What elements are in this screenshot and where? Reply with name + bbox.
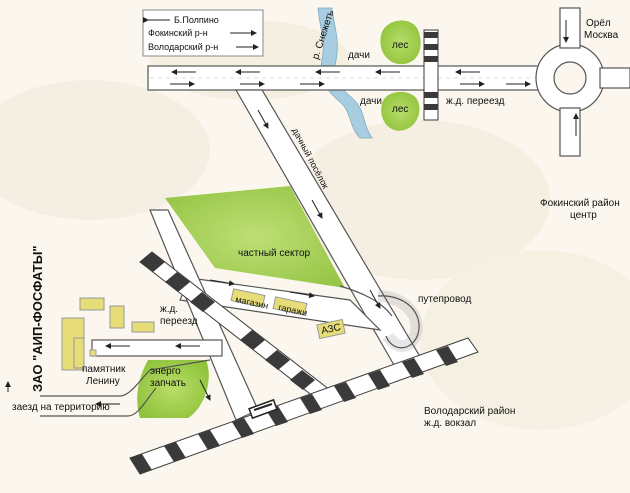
label-company: ЗАО "АИП-ФОСФАТЫ" [30,245,45,392]
label-forest-bottom: лес [392,104,408,115]
forest-top [380,20,421,65]
label-energo-1: энерго [150,366,181,377]
legend: Б.Полпино Фокинский р-н Володарский р-н [142,9,264,57]
company-buildings[interactable] [61,297,155,371]
label-overpass: путепровод [418,294,472,305]
energo-green-area [137,360,209,418]
direction-arrows [95,20,579,407]
river [317,7,373,139]
label-rail-crossing-left-1: ж.д. [160,304,178,315]
legend-item-fokinsky: Фокинский р-н [148,28,208,38]
poi-tags[interactable] [230,288,346,340]
label-fokinsky: Фокинский район [540,198,620,209]
label-private-sector: частный сектор [238,248,311,259]
label-volodarsky-station: ж.д. вокзал [424,418,476,429]
legend-item-polpino: Б.Полпино [174,15,219,25]
company-roads [40,339,223,417]
label-rail-crossing-left-2: переезд [160,316,198,327]
label-forest-top: лес [392,40,408,51]
label-lenin-2: Ленину [86,376,120,387]
forest-bottom [381,91,420,131]
railway-bottom [129,337,479,475]
railway-left [139,251,331,401]
roundabout [535,7,630,157]
legend-item-volodarsky: Володарский р-н [148,42,218,52]
label-orel: Орёл [586,18,611,29]
label-volodarsky: Володарский район [424,406,515,417]
label-rail-crossing-top: ж.д. переезд [446,96,505,107]
label-lenin-1: памятник [82,364,126,375]
label-dachi-bottom: дачи [360,96,382,107]
label-fokinsky-center: центр [570,210,597,221]
main-road [147,65,549,91]
label-entry: заезд на территорию [12,402,110,413]
railway-top-ties [423,29,439,121]
station-marker[interactable] [248,398,278,420]
private-sector-area [165,186,345,288]
label-dachi-top: дачи [348,50,370,61]
label-gas-station: АЗС [320,322,342,337]
label-energo-2: запчать [150,378,186,389]
label-moscow: Москва [584,30,619,41]
